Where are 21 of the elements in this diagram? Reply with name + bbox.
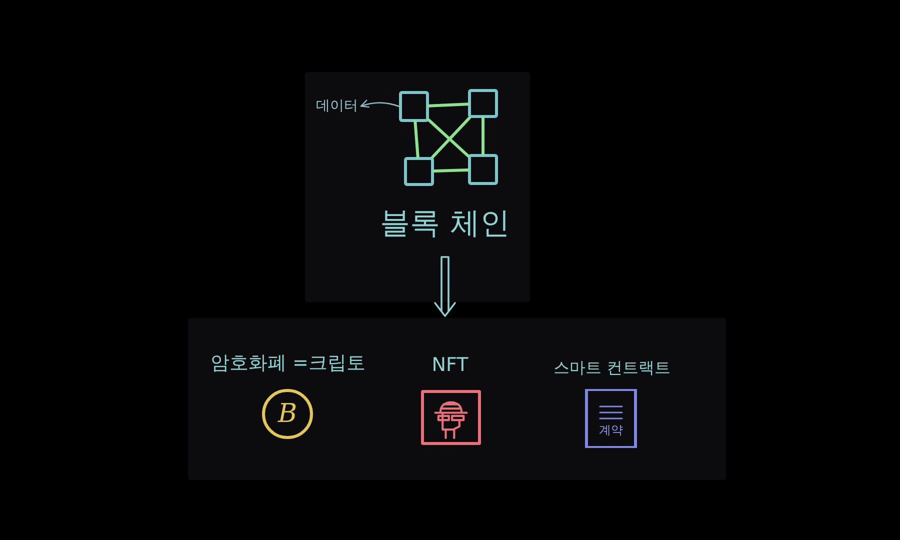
link-line: [428, 102, 470, 108]
picture-frame: [421, 390, 481, 445]
block-square: [468, 89, 498, 118]
coin-letter: B: [278, 401, 298, 427]
document-sheet: [585, 389, 637, 448]
link-line: [482, 116, 484, 156]
block-square: [404, 157, 434, 186]
heading-text: 스마트 컨트랙트: [553, 358, 671, 378]
link-line: [414, 120, 420, 158]
panel: [188, 318, 726, 480]
document-label: 계약: [599, 424, 623, 436]
block-square: [468, 154, 498, 185]
note-label: 데이터: [316, 97, 358, 115]
panel: [305, 72, 530, 302]
heading-text: NFT: [432, 353, 468, 377]
leader-arrow: [360, 100, 400, 108]
link-line: [432, 168, 470, 173]
heading-text: 암호화폐 =크립토: [210, 351, 366, 375]
block-square: [399, 91, 429, 122]
arrow: [434, 256, 456, 317]
title-text: 블록 체인: [380, 205, 510, 243]
